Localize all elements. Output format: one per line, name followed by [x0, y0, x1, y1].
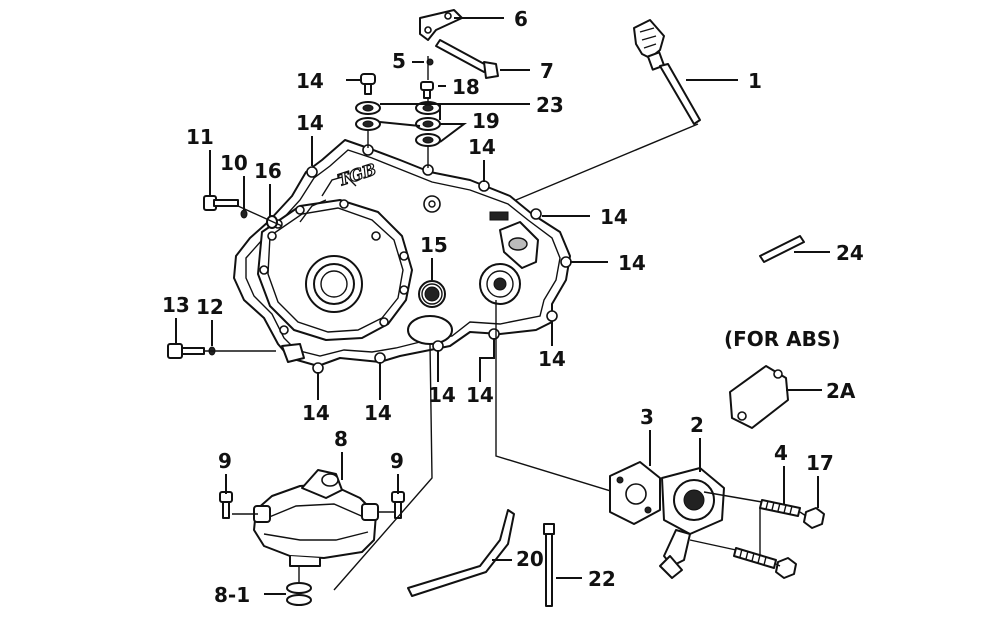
callout-13: 13 [162, 293, 190, 317]
oil-dipstick [633, 19, 701, 125]
pump-to-cover-line [333, 343, 433, 591]
callout-2: 2 [690, 413, 704, 437]
callout-1: 1 [748, 69, 762, 93]
screw-18 [420, 81, 434, 99]
callout-14-upper-right: 14 [468, 135, 496, 159]
bolt-axis-lines [367, 56, 429, 168]
callout-14-lower-right: 14 [538, 347, 566, 371]
callout-8-1: 8-1 [214, 583, 250, 607]
bolt-13 [167, 343, 205, 359]
callout-9-right: 9 [390, 449, 404, 473]
leader-19 [379, 121, 467, 143]
bolt-4-upper [759, 499, 801, 517]
washer-stack-right [415, 101, 441, 147]
callout-18: 18 [452, 75, 480, 99]
bracket-bolt [435, 39, 499, 79]
callout-8: 8 [334, 427, 348, 451]
callout-14-top-left: 14 [296, 69, 324, 93]
dipstick-lead-line [515, 123, 699, 201]
callout-20: 20 [516, 547, 544, 571]
sensor-2 [659, 467, 725, 579]
pin-24 [759, 235, 805, 263]
o-ring-8-1 [286, 582, 312, 594]
bolt-9-right [391, 491, 405, 519]
callout-4: 4 [774, 441, 788, 465]
leader-14-j [479, 338, 495, 382]
nut-17-upper [803, 507, 825, 529]
abs-cover-plate-2a [729, 365, 789, 429]
callout-15: 15 [420, 233, 448, 257]
bolt-4-lower [733, 547, 777, 569]
callout-14-bottom-1: 14 [302, 401, 330, 425]
callout-23: 23 [536, 93, 564, 117]
leader-23 [380, 103, 530, 120]
bolt-9-left [219, 491, 233, 519]
callout-17: 17 [806, 451, 834, 475]
callout-14-bottom-4: 14 [466, 383, 494, 407]
callout-14-upper: 14 [296, 111, 324, 135]
bolt-11 [203, 195, 239, 211]
callout-5: 5 [392, 49, 406, 73]
sensor-bolt-axes [689, 491, 807, 567]
callout-14-right: 14 [600, 205, 628, 229]
hose-20 [407, 509, 515, 597]
bolt-11-axis [237, 205, 283, 227]
callout-9-left: 9 [218, 449, 232, 473]
o-ring-8-1b [286, 594, 312, 606]
callout-3: 3 [640, 405, 654, 429]
nut-17-lower [775, 557, 797, 579]
callout-10: 10 [220, 151, 248, 175]
callout-14-far-right: 14 [618, 251, 646, 275]
callout-6: 6 [514, 7, 528, 31]
callout-24: 24 [836, 241, 864, 265]
callout-12: 12 [196, 295, 224, 319]
callout-14-bottom-2: 14 [364, 401, 392, 425]
callout-7: 7 [540, 59, 554, 83]
pump-bolt-axes [232, 511, 394, 515]
water-pump [253, 469, 379, 567]
callout-16: 16 [254, 159, 282, 183]
callout-14-bottom-3: 14 [428, 383, 456, 407]
crankcase-cover: TGB [233, 139, 572, 374]
callout-22: 22 [588, 567, 616, 591]
callout-11: 11 [186, 125, 214, 149]
cable-tie-22 [543, 523, 555, 607]
callout-19: 19 [472, 109, 500, 133]
washer-stack-left [355, 73, 381, 131]
abs-note: (FOR ABS) [724, 327, 840, 351]
hose-bracket [419, 9, 463, 41]
gasket-3 [609, 461, 661, 525]
callout-2a: 2A [826, 379, 856, 403]
washer-10 [240, 209, 248, 219]
sensor-to-cover-line [495, 300, 641, 501]
